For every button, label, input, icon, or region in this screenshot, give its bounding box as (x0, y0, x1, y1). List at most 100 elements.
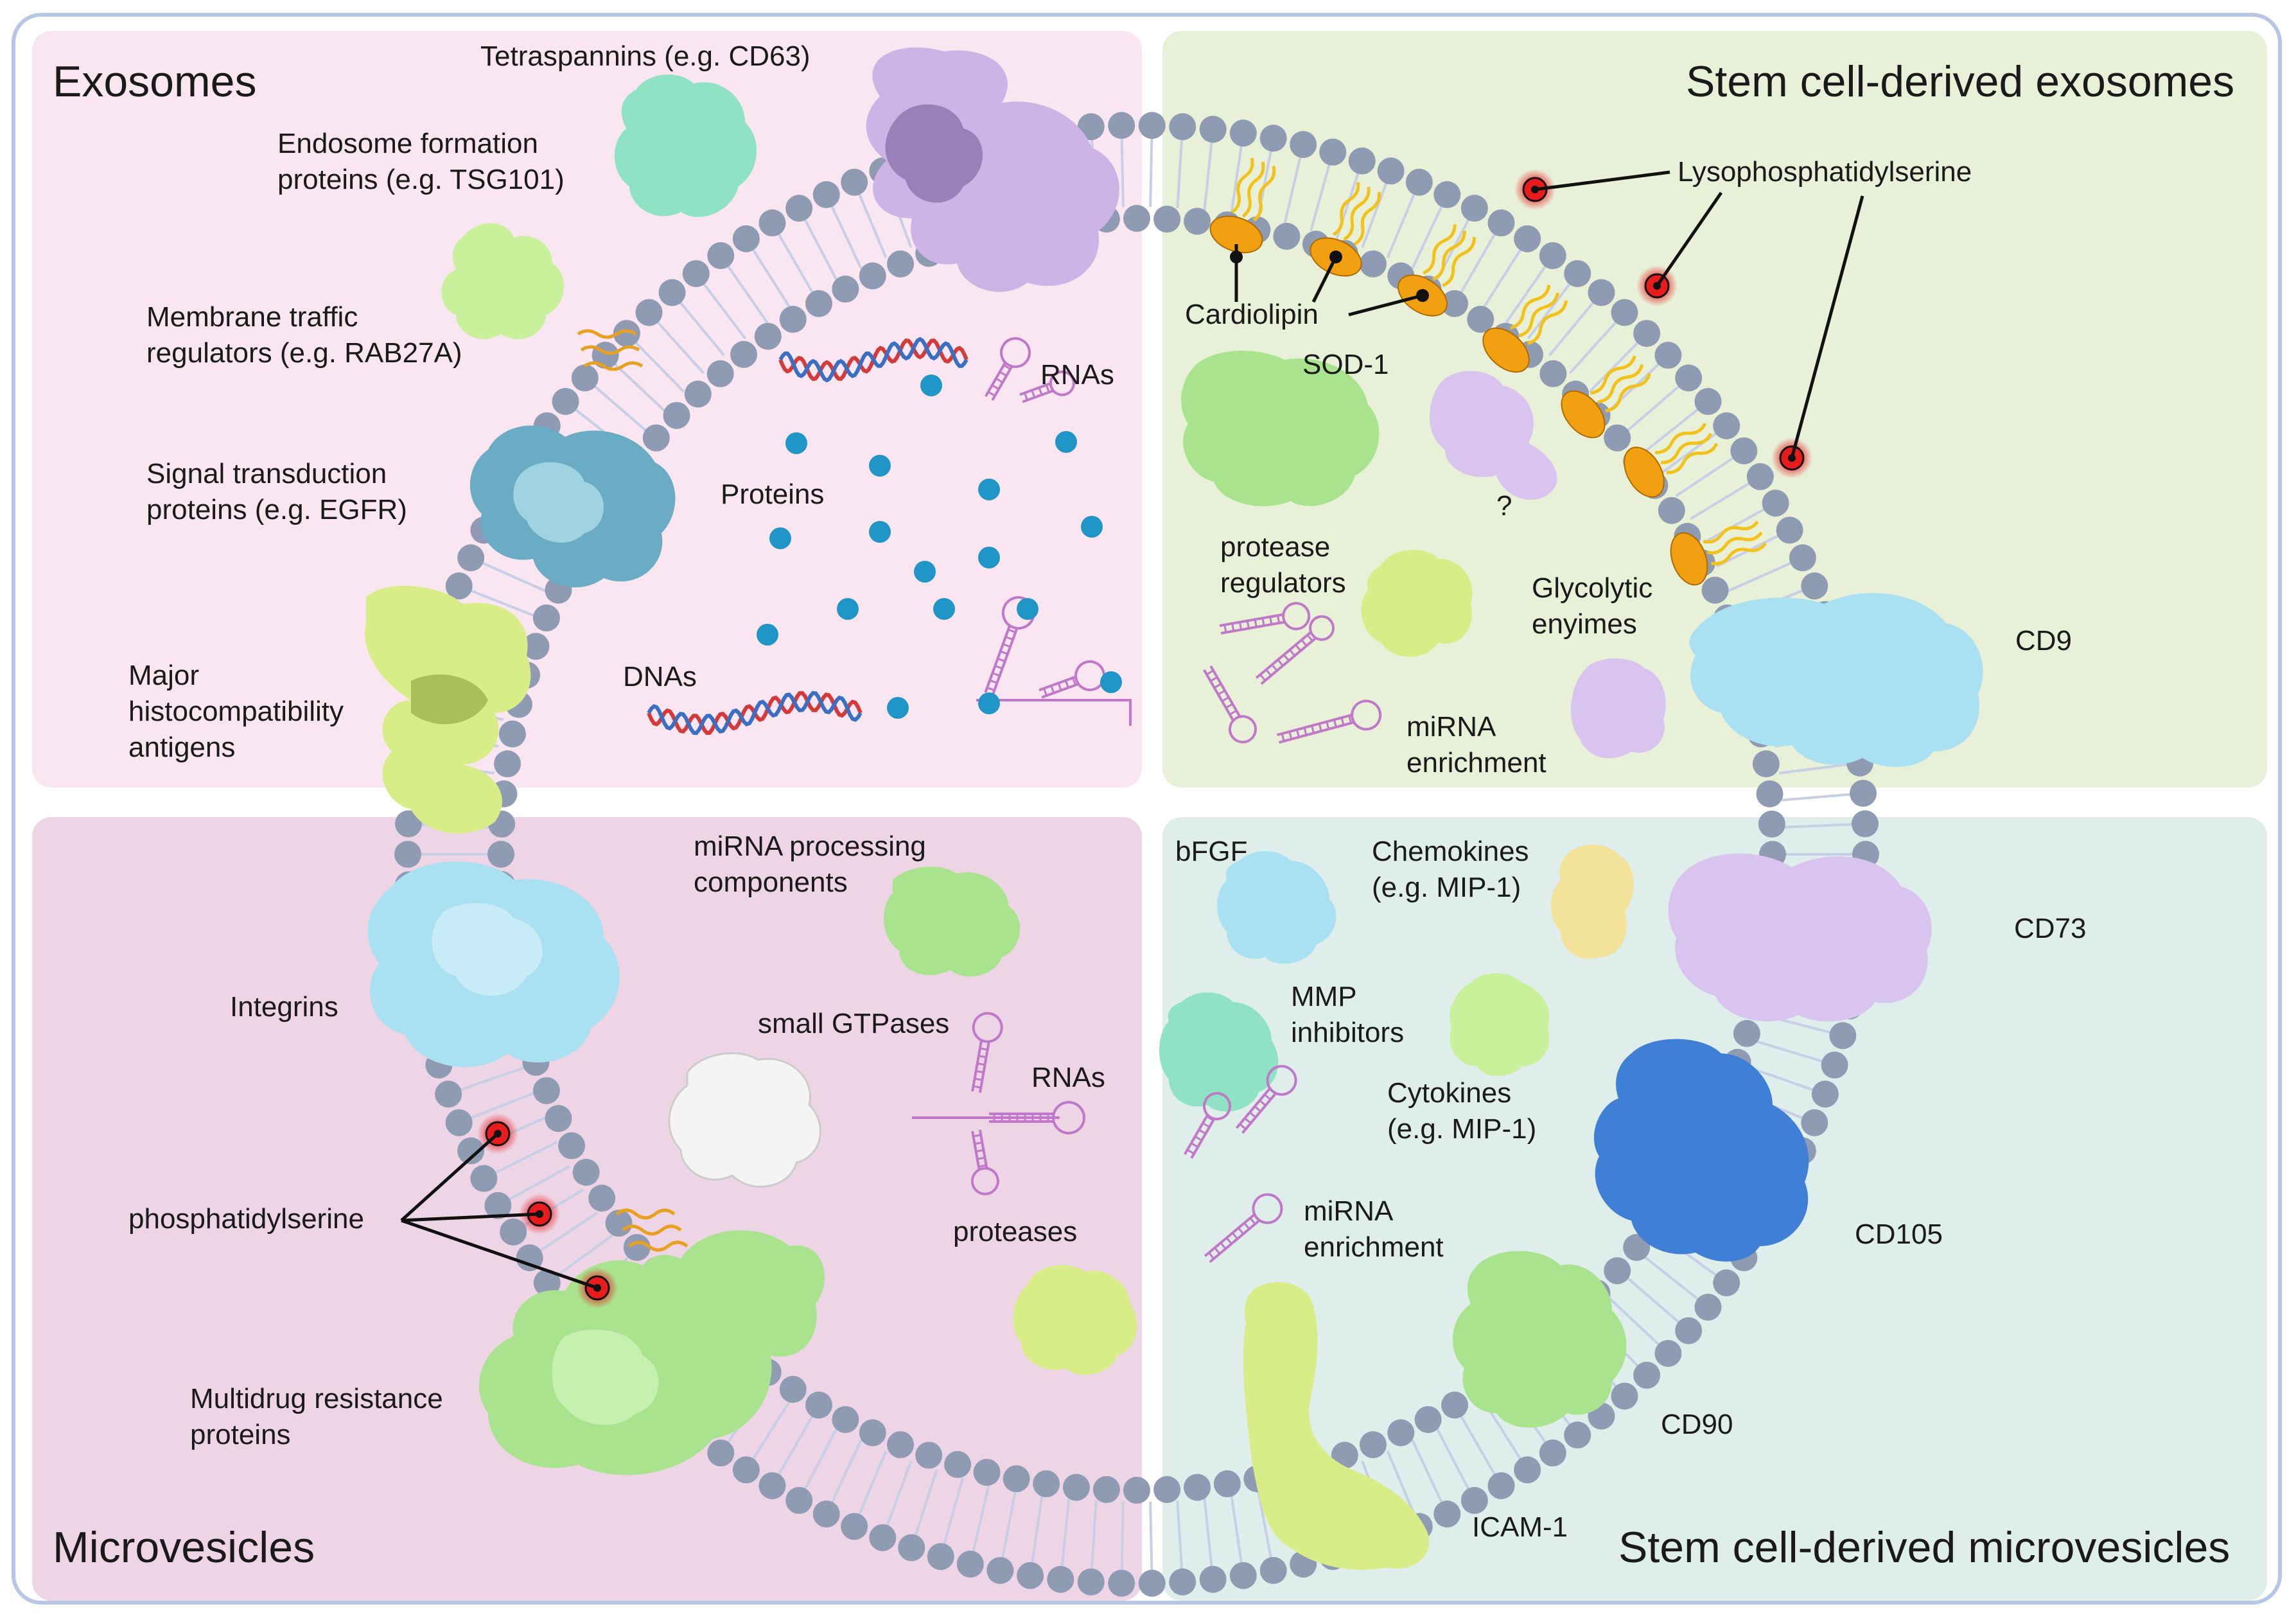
lipid-head (1539, 242, 1566, 269)
lipid-head (812, 1500, 840, 1528)
lipid-tail (1626, 384, 1681, 432)
lipid-head (1762, 489, 1789, 517)
cardiolipin-molecule (1482, 285, 1568, 373)
protein-dot (978, 547, 1000, 568)
lipid-head (707, 1440, 735, 1467)
lipid-head (730, 340, 758, 368)
lipid-tail (1361, 181, 1389, 248)
label-proteases: proteases (953, 1216, 1078, 1247)
protein-dot (837, 598, 859, 620)
lipid-head (1801, 572, 1828, 600)
lipid-head (1259, 125, 1287, 152)
lipid-tail (702, 282, 747, 340)
label-multidrug: Multidrug resistance proteins (190, 1383, 443, 1450)
lipid-head (1658, 497, 1685, 524)
lipid-head (588, 1184, 616, 1212)
chemokine-protein (1551, 845, 1634, 959)
rna-hairpin (1276, 700, 1382, 744)
lipid-head (1654, 342, 1682, 369)
cardiolipin-molecule (1209, 157, 1276, 254)
lipid-tail (1386, 192, 1416, 258)
lipid-head (1801, 1109, 1828, 1136)
lipid-tail (1568, 320, 1618, 374)
lipid-tail (1001, 1490, 1017, 1560)
label-integrins: Integrins (230, 991, 338, 1023)
label-phosphatidylserine: phosphatidylserine (128, 1203, 364, 1235)
lipid-head (1062, 1474, 1090, 1501)
lipid-head (832, 1405, 859, 1433)
label-membrane-traffic: Membrane traffic regulators (e.g. RAB27A… (146, 301, 462, 369)
lipid-tail (480, 561, 546, 592)
lipid-head (1633, 320, 1661, 348)
lipid-head (1713, 412, 1740, 439)
lipid-head (706, 360, 734, 387)
integrin-protein (367, 861, 620, 1068)
lipid-head (1153, 1475, 1181, 1503)
label-protease-regulators: protease regulators (1220, 531, 1346, 599)
rna-hairpin (1203, 665, 1257, 744)
mmp-inhibitor-protein (1159, 992, 1279, 1112)
label-tetraspannins: Tetraspannins (e.g. CD63) (480, 40, 811, 72)
cd73-protein (1668, 853, 1932, 1022)
endosome-protein (614, 75, 757, 217)
protein-dot (869, 521, 891, 543)
lipid-head (494, 750, 521, 778)
protein-dot (1100, 671, 1122, 693)
lipid-head (1675, 1317, 1703, 1344)
label-endosome-formation: Endosome formation proteins (e.g. TSG101… (277, 128, 565, 195)
lipid-head (1789, 544, 1816, 572)
lipid-head (1169, 1568, 1196, 1596)
lipid-head (1387, 1419, 1415, 1447)
protein-dot (769, 527, 791, 549)
label-cd105: CD105 (1855, 1219, 1943, 1250)
lipid-head (1348, 147, 1376, 175)
lipid-head (1184, 1474, 1211, 1501)
lipid-head (1441, 290, 1468, 317)
label-mirna-enrichment-bottom: miRNA enrichment (1304, 1195, 1444, 1263)
lipid-head (516, 1244, 543, 1272)
label-cd9: CD9 (2015, 625, 2073, 656)
lipid-head (487, 841, 514, 868)
tetraspannin-protein (866, 47, 1119, 292)
protein-dot (1017, 598, 1038, 620)
lipid-tail (857, 192, 888, 258)
label-glycolytic: Glycolytic enyimes (1532, 572, 1653, 640)
label-cytokines: Cytokines (e.g. MIP-1) (1387, 1077, 1537, 1145)
lipid-head (1414, 1405, 1442, 1433)
lipid-head (445, 1109, 473, 1136)
lipid-head (1611, 299, 1638, 326)
lipid-head (684, 380, 712, 408)
cardiolipin-molecule (1561, 355, 1651, 439)
lipid-head (779, 306, 807, 333)
lipid-tail (1176, 1500, 1184, 1571)
lipid-head (1654, 1339, 1682, 1367)
title-stem-cell-exosomes: Stem cell-derived exosomes (1686, 57, 2235, 106)
label-signal-transduction: Signal transduction proteins (e.g. EGFR) (146, 458, 407, 525)
lipid-tail (830, 204, 863, 269)
rna-hairpin (985, 337, 1031, 401)
lipid-head (623, 1233, 651, 1261)
lipid-tail (507, 1165, 570, 1201)
lipid-head (1733, 1019, 1760, 1047)
label-mirna-processing: miRNA processing components (694, 831, 926, 898)
lipid-tail (1782, 793, 1852, 802)
label-icam1: ICAM-1 (1472, 1511, 1568, 1543)
lipid-head (1433, 181, 1461, 209)
lipid-head (1694, 387, 1722, 415)
lipid-tail (803, 218, 838, 281)
lipid-tail (556, 1233, 614, 1278)
lipid-tail (1459, 232, 1497, 295)
lipid-head (1047, 1565, 1074, 1593)
protein-dots (757, 374, 1122, 719)
lipid-head (1758, 810, 1785, 838)
lipid-head (642, 424, 670, 452)
lipid-tail (493, 1141, 558, 1175)
lipid-head (805, 1391, 832, 1419)
lipid-head (707, 242, 735, 269)
lipid-head (1633, 1361, 1661, 1389)
lipid-head (1017, 1562, 1044, 1589)
lipid-tail (1527, 282, 1572, 340)
small-gtpase-protein (615, 1052, 821, 1252)
lipid-head (1467, 306, 1494, 333)
